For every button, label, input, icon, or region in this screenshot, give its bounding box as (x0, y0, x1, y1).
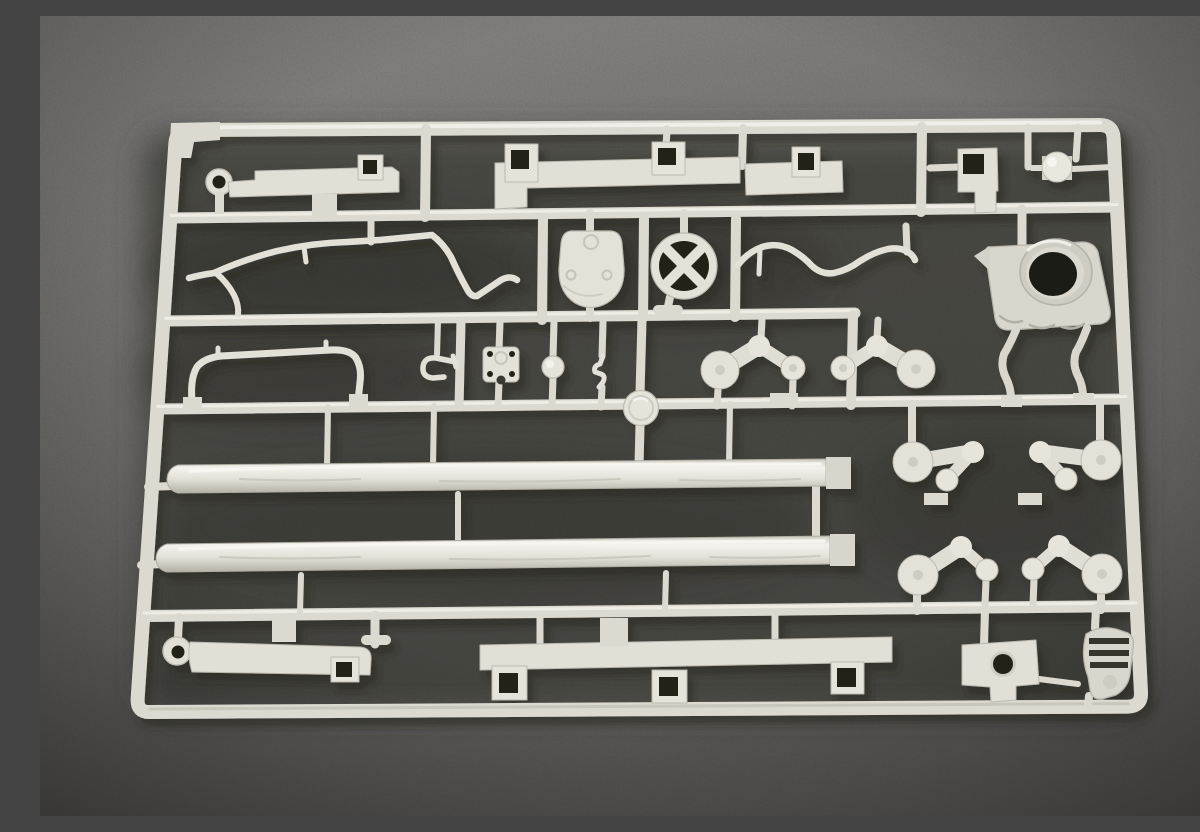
part-slatted-bracket (1082, 627, 1135, 700)
rail-1 (165, 201, 1123, 224)
part-bottom-bar-three-lugs (479, 618, 893, 704)
part-bell-crank-bottom-left (897, 536, 999, 596)
sprue-frame (130, 118, 1148, 719)
part-swing-arm-right (830, 335, 936, 389)
part-gun-mantlet (974, 238, 1111, 407)
part-small-disc (541, 355, 565, 379)
part-tow-bar (188, 346, 364, 406)
part-teardrop-cover (558, 230, 625, 309)
part-gun-barrel-upper (166, 457, 851, 494)
second-row-parts (185, 230, 1111, 407)
mantlet-rod-left (998, 326, 1020, 403)
part-hub-disc (622, 389, 660, 427)
part-z-bracket (592, 353, 607, 390)
frame-corner-flange (169, 122, 220, 158)
gun-barrels (155, 457, 855, 573)
part-bar-two-lugs (494, 141, 741, 210)
part-bell-crank-top-right (1029, 439, 1122, 491)
part-swing-arm-left (700, 335, 806, 390)
part-bar-with-ring (205, 154, 400, 216)
sprue-photo-canvas: Model kit sprue photograph (40, 16, 1200, 816)
part-bell-crank-bottom-right (1021, 535, 1123, 595)
part-hook-bracket (420, 353, 459, 381)
rail-4 (138, 600, 1142, 622)
sprue (130, 118, 1148, 719)
part-plate-four-holes (482, 346, 520, 385)
part-bell-crank-top-left (892, 441, 984, 492)
part-s-curved-rod (734, 241, 919, 277)
bell-crank-arms (892, 439, 1123, 596)
mantlet-rod-right (1070, 324, 1091, 401)
part-ball-joint (1041, 151, 1073, 183)
bottom-row-parts (162, 618, 1135, 704)
top-row-parts (205, 141, 1073, 216)
part-cross-spoke-cap (650, 232, 718, 300)
rail-2 (160, 307, 861, 327)
part-block-square-hole (957, 147, 999, 214)
sprue-photo: Model kit sprue photograph (40, 16, 1200, 816)
part-bar-one-lug (744, 146, 844, 196)
part-gun-barrel-lower (155, 534, 855, 573)
part-block-round-hole (961, 639, 1040, 703)
third-row-parts (183, 335, 936, 427)
part-bottom-bar-ring (162, 619, 372, 683)
part-tow-cable-wire (185, 231, 521, 300)
